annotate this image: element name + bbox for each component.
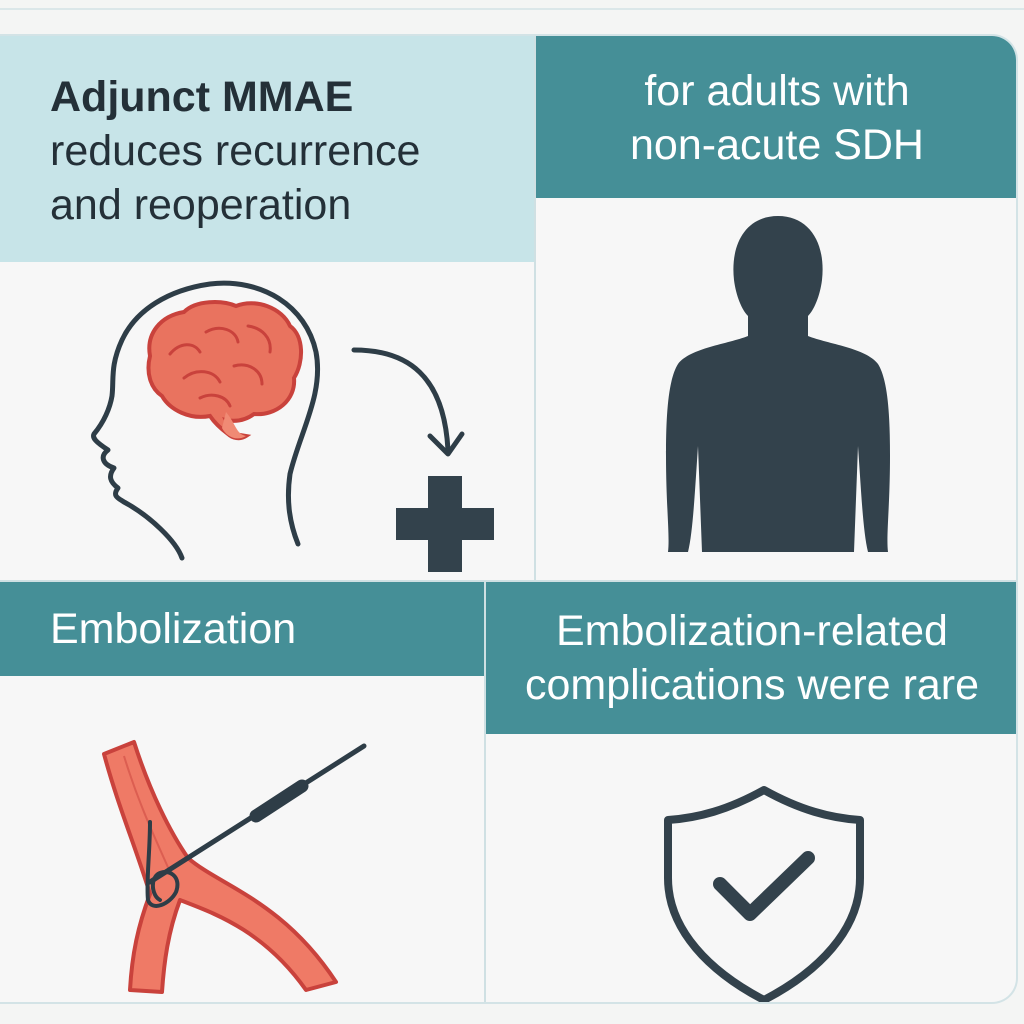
panel-bottom-right-header: Embolization-related complications were … [486,582,1016,734]
person-silhouette-icon [666,216,890,552]
head-profile-icon [91,280,321,561]
title-line-1: for adults with [644,67,910,115]
title-line-1: Adjunct MMAE [50,73,354,121]
title-line-2: non-acute SDH [630,121,924,169]
panel-bottom-left: Embolization [0,582,484,1002]
infographic: Adjunct MMAE reduces recurrence and reop… [0,34,1018,1004]
panel-top-right: for adults with non-acute SDH [536,36,1016,580]
shield-check-icon [664,786,864,1002]
brain-icon [146,300,303,441]
title-line-2: complications were rare [524,661,980,709]
top-rule [0,8,1024,10]
panel-bottom-right: Embolization-related complications were … [486,582,1016,1002]
panel-top-right-header: for adults with non-acute SDH [536,36,1016,198]
title-line-1: Embolization-related [556,607,948,655]
panel-bottom-left-header: Embolization [0,582,484,676]
vertical-divider-bottom [484,582,486,1002]
curved-arrow-icon [351,347,465,457]
plus-icon [396,476,494,572]
title-line-3: and reoperation [50,181,352,229]
catheter-icon [145,743,367,908]
title-line-1: Embolization [50,605,297,653]
vertical-divider-top [534,36,536,582]
horizontal-divider [0,580,1016,582]
panel-top-left: Adjunct MMAE reduces recurrence and reop… [0,36,534,580]
panel-top-left-header: Adjunct MMAE reduces recurrence and reop… [0,36,534,262]
title-line-2: reduces recurrence [50,127,421,175]
